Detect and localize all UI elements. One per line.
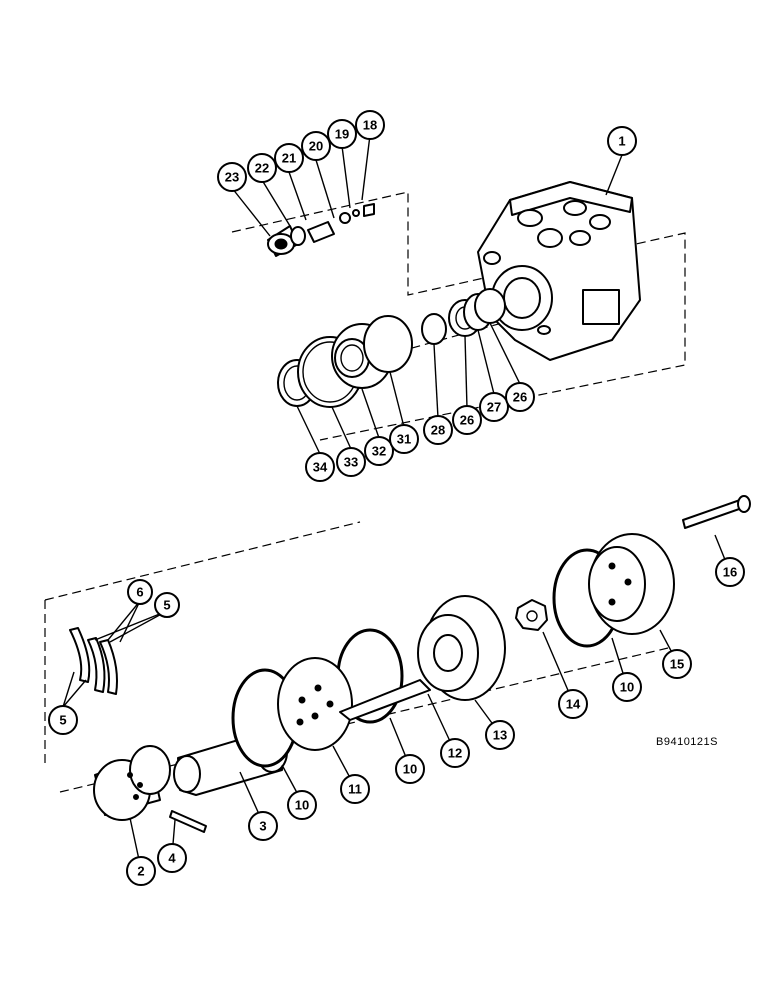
- callout-19: 19: [327, 119, 357, 149]
- callout-label: 22: [255, 161, 269, 176]
- sleeve-part: [93, 745, 171, 821]
- callout-10-c: 10: [612, 672, 642, 702]
- spacer-plate-part: [277, 657, 353, 751]
- pin-part: [169, 810, 207, 833]
- callout-label: 15: [670, 657, 684, 672]
- callout-31: 31: [389, 424, 419, 454]
- callout-5-bottom: 5: [48, 705, 78, 735]
- callout-label: 10: [295, 798, 309, 813]
- callout-label: 14: [566, 697, 581, 712]
- callout-label: 11: [348, 782, 362, 797]
- end-cap-part: [588, 533, 675, 635]
- callout-label: 21: [282, 151, 296, 166]
- callout-26-a: 26: [452, 405, 482, 435]
- callout-label: 16: [723, 565, 737, 580]
- callout-22: 22: [247, 153, 277, 183]
- callout-34: 34: [305, 452, 335, 482]
- callout-label: 19: [335, 127, 349, 142]
- callout-11: 11: [340, 774, 370, 804]
- callout-label: 26: [460, 413, 474, 428]
- valve-housing-part: [477, 181, 641, 361]
- drive-shaft-part: [339, 679, 431, 721]
- callout-4: 4: [157, 843, 187, 873]
- callout-label: 13: [493, 728, 507, 743]
- callout-5-top: 5: [154, 592, 180, 618]
- callout-26-b: 26: [505, 382, 535, 412]
- centering-springs-part: [69, 627, 118, 695]
- callout-label: 5: [59, 713, 66, 728]
- callout-10-a: 10: [287, 790, 317, 820]
- callout-13: 13: [485, 720, 515, 750]
- callout-3: 3: [248, 811, 278, 841]
- callout-label: 5: [163, 598, 170, 613]
- callout-label: 32: [372, 444, 386, 459]
- callout-23: 23: [217, 162, 247, 192]
- callout-label: 33: [344, 455, 358, 470]
- callout-28: 28: [423, 415, 453, 445]
- cap-screw-part: [682, 495, 751, 529]
- callout-21: 21: [274, 143, 304, 173]
- callout-label: 12: [448, 746, 462, 761]
- callout-label: 6: [136, 585, 143, 600]
- figure-code: B9410121S: [656, 736, 718, 748]
- callout-32: 32: [364, 436, 394, 466]
- callout-label: 10: [620, 680, 634, 695]
- callout-label: 3: [259, 819, 266, 834]
- callout-2: 2: [126, 856, 156, 886]
- spacer-part: [515, 599, 548, 631]
- callout-label: 10: [403, 762, 417, 777]
- callout-label: 2: [137, 864, 144, 879]
- callout-label: 4: [168, 851, 176, 866]
- callout-15: 15: [662, 649, 692, 679]
- callout-label: 23: [225, 170, 239, 185]
- callout-label: 31: [397, 432, 411, 447]
- callout-label: 26: [513, 390, 527, 405]
- seal-and-bearing-group: [277, 288, 506, 408]
- callout-20: 20: [301, 131, 331, 161]
- spool-parts-group: [267, 203, 375, 257]
- callout-label: 27: [487, 400, 501, 415]
- callout-33: 33: [336, 447, 366, 477]
- callout-14: 14: [558, 689, 588, 719]
- callout-label: 1: [618, 134, 625, 149]
- callout-6: 6: [127, 579, 153, 605]
- callout-27: 27: [479, 392, 509, 422]
- callout-label: 18: [363, 118, 377, 133]
- gerotor-set-part: [417, 595, 506, 701]
- callout-label: 34: [313, 460, 328, 475]
- callout-label: 28: [431, 423, 445, 438]
- callout-12: 12: [440, 738, 470, 768]
- callout-16: 16: [715, 557, 745, 587]
- callout-label: 20: [309, 139, 323, 154]
- callout-1: 1: [607, 126, 637, 156]
- callout-10-b: 10: [395, 754, 425, 784]
- callout-18: 18: [355, 110, 385, 140]
